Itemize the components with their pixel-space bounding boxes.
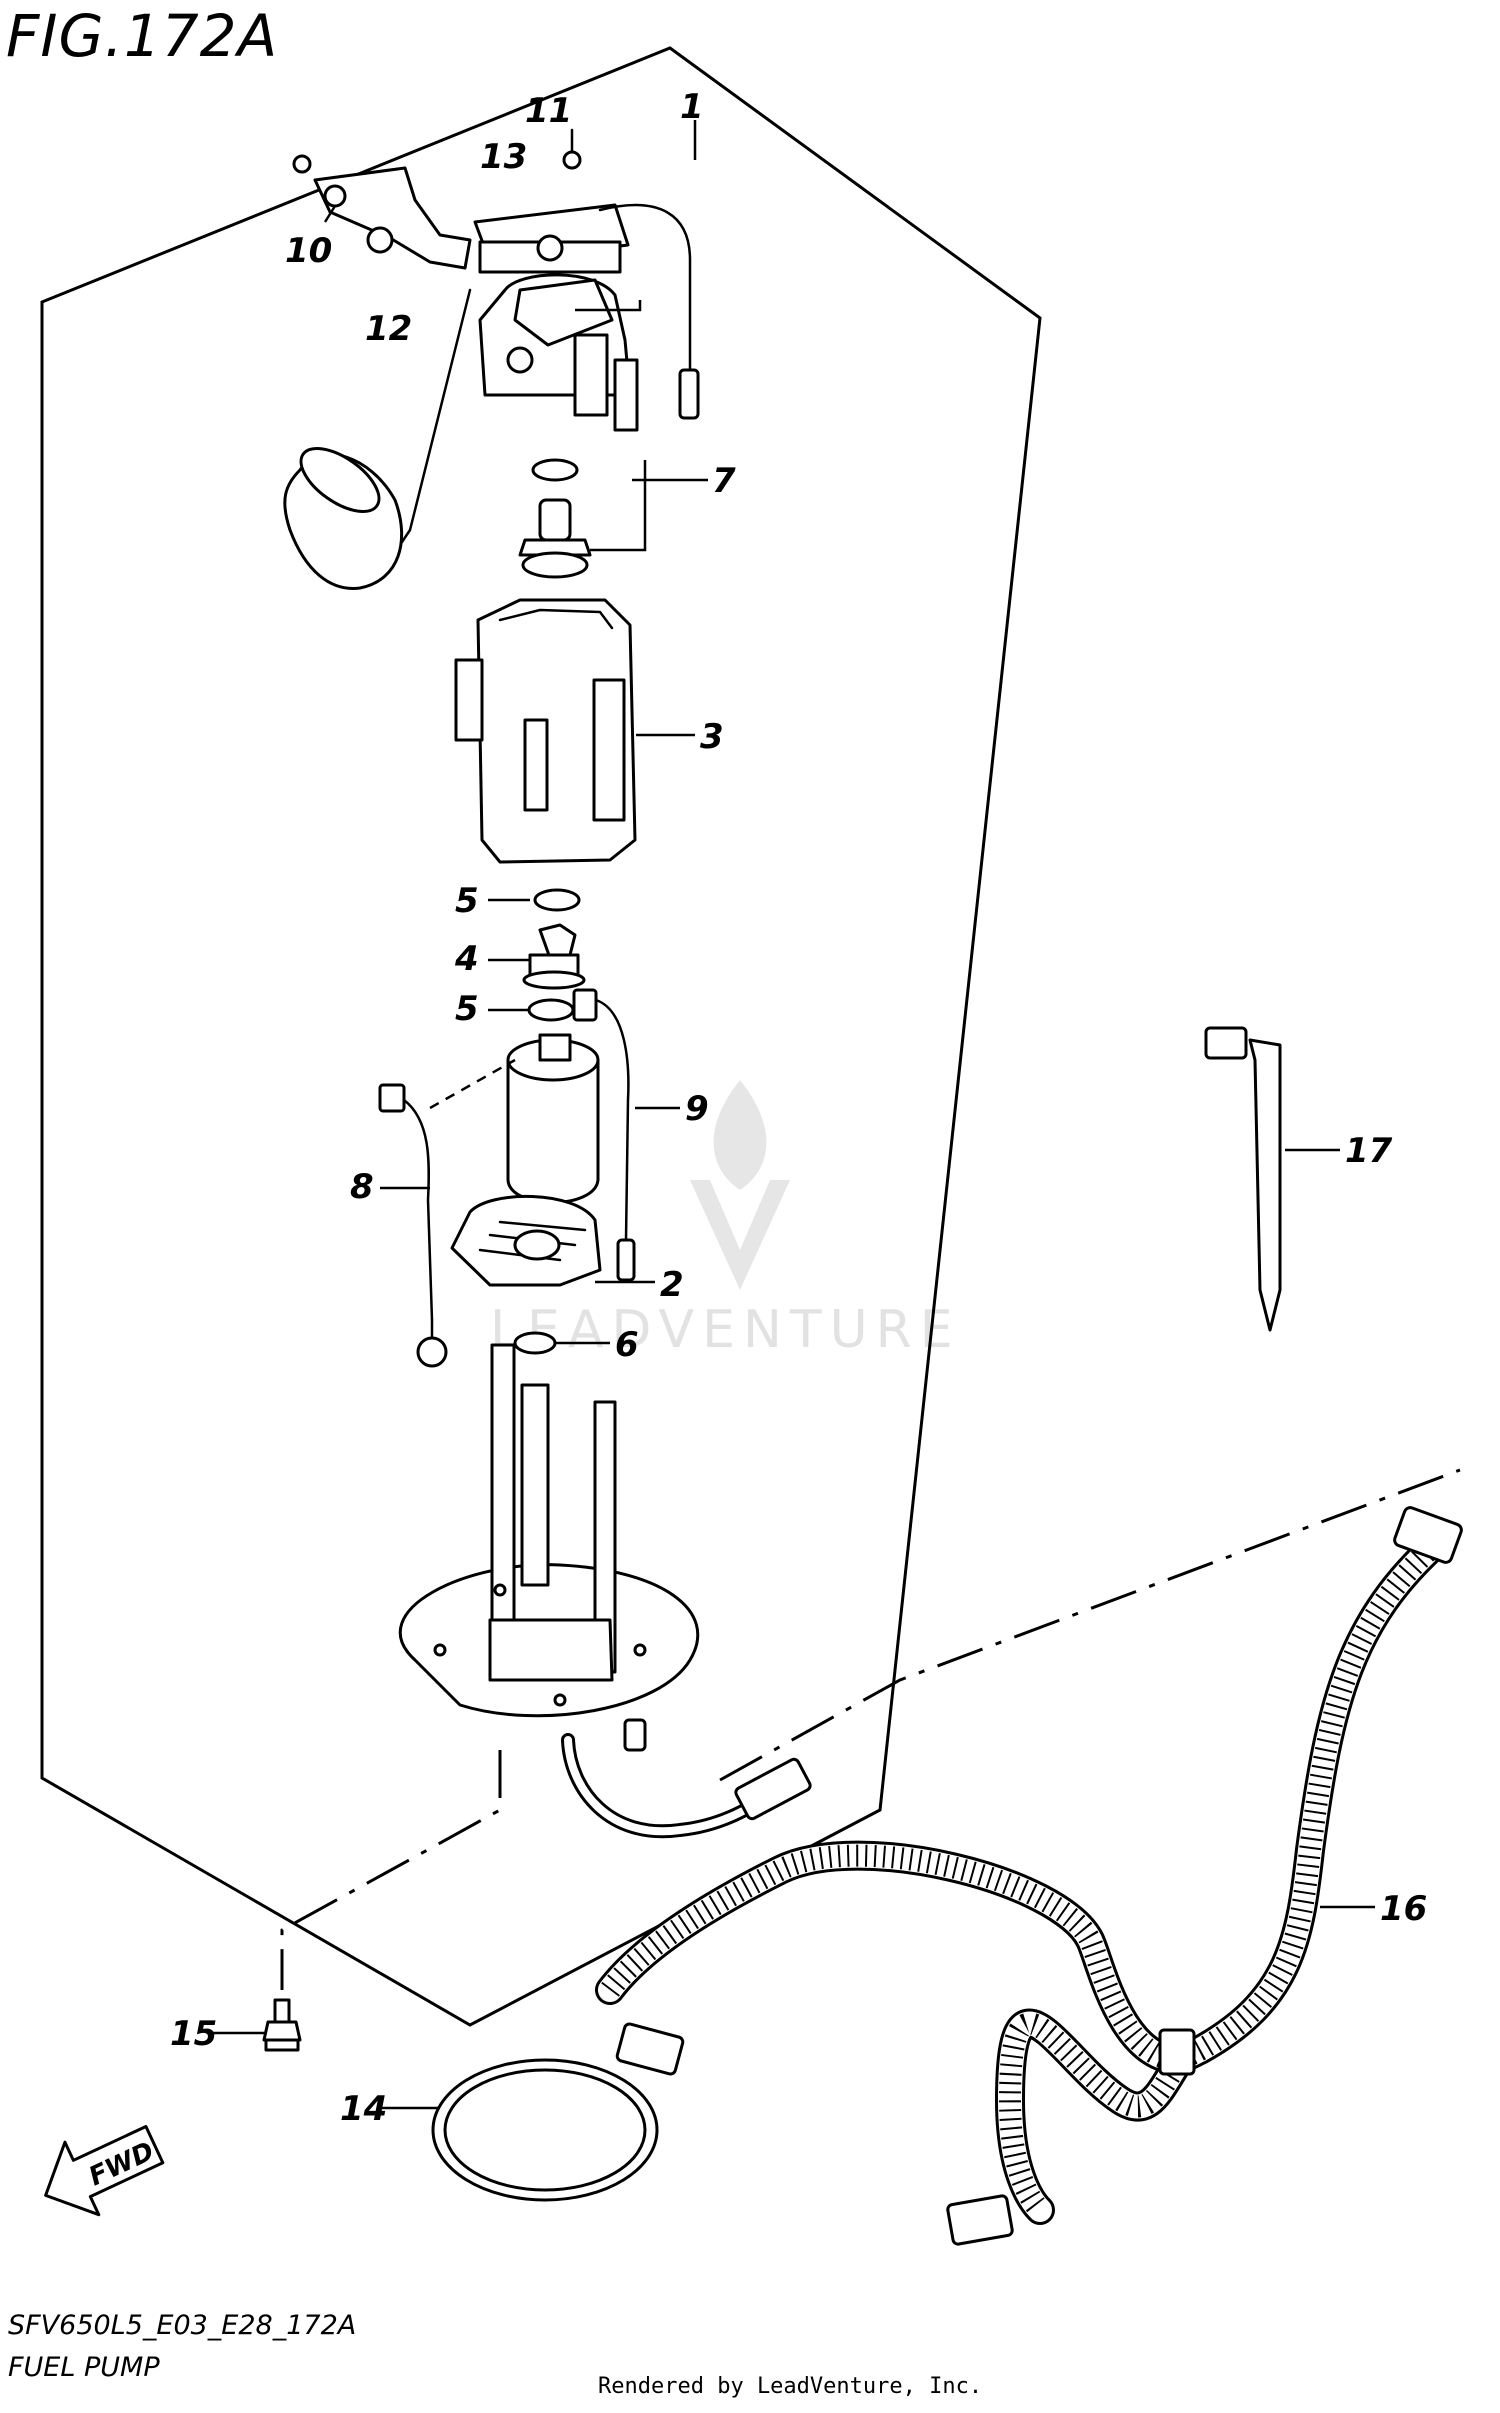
pump-base-flange	[398, 1343, 700, 1752]
part-9-lead-wire	[572, 988, 636, 1282]
callout-5-upper: 5	[455, 881, 479, 921]
callout-16: 16	[1380, 1889, 1427, 1929]
callout-15: 15	[170, 2014, 217, 2054]
part-11-screw	[562, 128, 582, 170]
leadventure-logo-icon	[690, 1080, 790, 1290]
part-12-bracket	[313, 166, 472, 270]
relation-line-hose	[719, 1468, 1461, 1782]
fwd-arrow-icon: FWD	[44, 2125, 165, 2217]
part-5-o-ring-lower	[527, 998, 575, 1022]
part-16-fuel-hose	[595, 1506, 1463, 2246]
pump-head-housing	[478, 273, 639, 432]
part-8-lead-wire	[378, 1058, 516, 1368]
callout-5-lower: 5	[455, 989, 479, 1029]
callout-11: 11	[525, 91, 572, 131]
part-5-o-ring-upper	[533, 888, 581, 912]
callout-17: 17	[1345, 1131, 1393, 1171]
assembly-frame	[40, 46, 1042, 2027]
part-3-pump-case	[454, 598, 637, 864]
part-6-o-ring	[513, 1331, 557, 1355]
leader-lines	[210, 120, 1375, 2110]
part-15-bolt	[262, 1998, 302, 2052]
callout-8: 8	[350, 1167, 374, 1207]
callout-7: 7	[712, 461, 736, 501]
relation-line-bolt	[280, 1750, 502, 1990]
callout-2: 2	[660, 1265, 684, 1305]
part-4-joint	[522, 923, 586, 990]
watermark: LEADVENTURE	[490, 1300, 961, 1360]
callout-13: 13	[480, 137, 527, 177]
pump-harness-wire	[561, 1733, 812, 1839]
callout-6: 6	[615, 1325, 639, 1365]
part-7-pressure-regulator	[518, 458, 592, 579]
callout-12: 12	[365, 309, 412, 349]
callout-9: 9	[685, 1089, 709, 1129]
part-13-connector-cover	[473, 203, 700, 420]
fuel-level-float	[283, 288, 472, 590]
part-2-fuel-filter	[450, 1194, 602, 1287]
callout-10: 10	[285, 231, 332, 271]
callout-4: 4	[454, 939, 479, 979]
fuel-pump-motor	[506, 1033, 600, 1204]
diagram-title: FUEL PUMP	[8, 2352, 160, 2383]
figure-title: FIG.172A	[6, 2, 279, 70]
callout-1: 1	[680, 87, 704, 127]
part-14-gasket	[431, 2058, 659, 2202]
part-10-screw	[292, 154, 312, 174]
render-credit: Rendered by LeadVenture, Inc.	[598, 2374, 983, 2399]
part-17-cable-tie	[1204, 1026, 1282, 1332]
model-code: SFV650L5_E03_E28_172A	[8, 2310, 357, 2341]
callout-14: 14	[340, 2089, 387, 2129]
callout-3: 3	[700, 717, 724, 757]
